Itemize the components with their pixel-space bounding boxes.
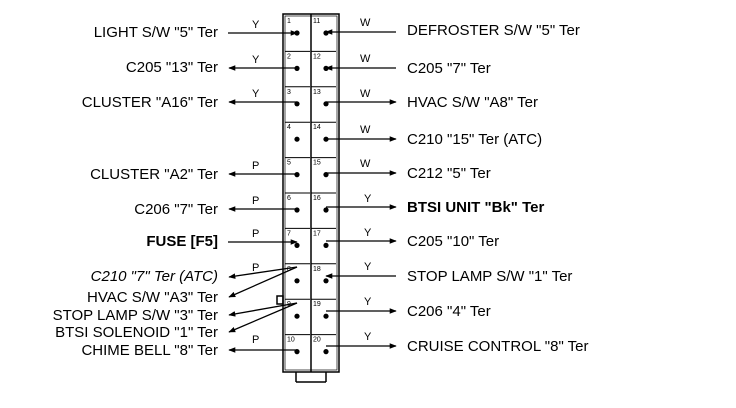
pin-number: 15	[313, 160, 321, 167]
left-wire-c210-7	[228, 266, 298, 279]
pin-contact-dot	[294, 313, 300, 319]
pin-number: 4	[287, 124, 291, 131]
right-wire-color-12: W	[360, 53, 371, 65]
left-label-c206-7: C206 "7" Ter	[134, 201, 218, 218]
pin-number: 5	[287, 160, 291, 167]
left-label-chime-bell: CHIME BELL "8" Ter	[81, 342, 218, 359]
left-wire-hvac-a3	[228, 266, 298, 298]
left-wire-btsi-solenoid	[228, 302, 298, 333]
pin-number: 17	[313, 230, 321, 237]
right-wire-color-15: W	[360, 158, 371, 170]
pin-contact-dot	[323, 349, 329, 355]
right-wire-color-16: Y	[364, 193, 372, 205]
pin-contact-dot	[294, 207, 300, 213]
left-label-cluster-a2: CLUSTER "A2" Ter	[90, 166, 218, 183]
pin-number: 18	[313, 266, 321, 273]
left-wire-color-4: P	[252, 160, 259, 172]
right-label-hvac-a8: HVAC S/W "A8" Ter	[407, 94, 538, 111]
left-circuits: LIGHT S/W "5" Ter Y C205 "13" Ter Y CLUS…	[53, 19, 298, 359]
pin-number: 7	[287, 230, 291, 237]
left-wire-color-3: Y	[252, 88, 260, 100]
pin-number: 3	[287, 89, 291, 96]
pin-number: 14	[313, 124, 321, 131]
left-label-light-sw: LIGHT S/W "5" Ter	[94, 24, 218, 41]
right-wire-color-14: W	[360, 124, 371, 136]
left-label-hvac-a3: HVAC S/W "A3" Ter	[87, 289, 218, 306]
left-wire-color-7: P	[252, 262, 259, 274]
right-wire-color-19: Y	[364, 296, 372, 308]
right-label-c205-7: C205 "7" Ter	[407, 60, 491, 77]
left-label-c205-13: C205 "13" Ter	[126, 59, 218, 76]
left-wire-color-5: P	[252, 195, 259, 207]
pin-number: 20	[313, 337, 321, 344]
right-label-stop-lamp-1: STOP LAMP S/W "1" Ter	[407, 268, 572, 285]
right-circuits: DEFROSTER S/W "5" Ter W C205 "7" Ter W H…	[325, 17, 589, 355]
pin-number: 12	[313, 53, 321, 60]
left-wire-color-2: Y	[252, 54, 260, 66]
left-wire-color-6: P	[252, 228, 259, 240]
right-label-cruise-control: CRUISE CONTROL "8" Ter	[407, 338, 589, 355]
right-wire-color-13: W	[360, 88, 371, 100]
pin-number: 6	[287, 195, 291, 202]
pin-contact-dot	[323, 207, 329, 213]
right-label-c212-5: C212 "5" Ter	[407, 165, 491, 182]
pin-contact-dot	[294, 242, 300, 248]
pin-number: 19	[313, 301, 321, 308]
right-wire-color-17: Y	[364, 227, 372, 239]
pin-contact-dot	[323, 30, 329, 36]
pin-number: 16	[313, 195, 321, 202]
pin-contact-dot	[294, 278, 300, 284]
left-wire-color-1: Y	[252, 19, 260, 31]
left-label-btsi-solenoid: BTSI SOLENOID "1" Ter	[55, 324, 218, 341]
right-wire-color-11: W	[360, 17, 371, 29]
pin-number: 11	[313, 18, 320, 25]
pin-number: 8	[287, 266, 291, 273]
left-label-cluster-a16: CLUSTER "A16" Ter	[82, 94, 218, 111]
pin-number: 1	[287, 18, 291, 25]
left-wire-stop-lamp-3	[228, 302, 298, 317]
pin-contact-dot	[323, 242, 329, 248]
left-wire-color-11: P	[252, 334, 259, 346]
left-label-c210-7: C210 "7" Ter (ATC)	[91, 268, 218, 285]
left-label-stop-lamp-3: STOP LAMP S/W "3" Ter	[53, 307, 218, 324]
pin-number: 10	[287, 337, 295, 344]
pin-contact-dot	[294, 136, 300, 142]
pin-number: 2	[287, 53, 291, 60]
right-label-c205-10: C205 "10" Ter	[407, 233, 499, 250]
right-label-btsi-unit: BTSI UNIT "Bk" Ter	[407, 199, 544, 216]
pin-contact-dot	[323, 313, 329, 319]
right-wire-color-20: Y	[364, 331, 372, 343]
right-label-defroster: DEFROSTER S/W "5" Ter	[407, 22, 580, 39]
right-label-c210-15: C210 "15" Ter (ATC)	[407, 131, 542, 148]
right-label-c206-4: C206 "4" Ter	[407, 303, 491, 320]
pin-contact-dot	[323, 278, 329, 284]
pin-number: 13	[313, 89, 321, 96]
left-label-fuse-f5: FUSE [F5]	[146, 233, 218, 250]
right-wire-color-18: Y	[364, 261, 372, 273]
